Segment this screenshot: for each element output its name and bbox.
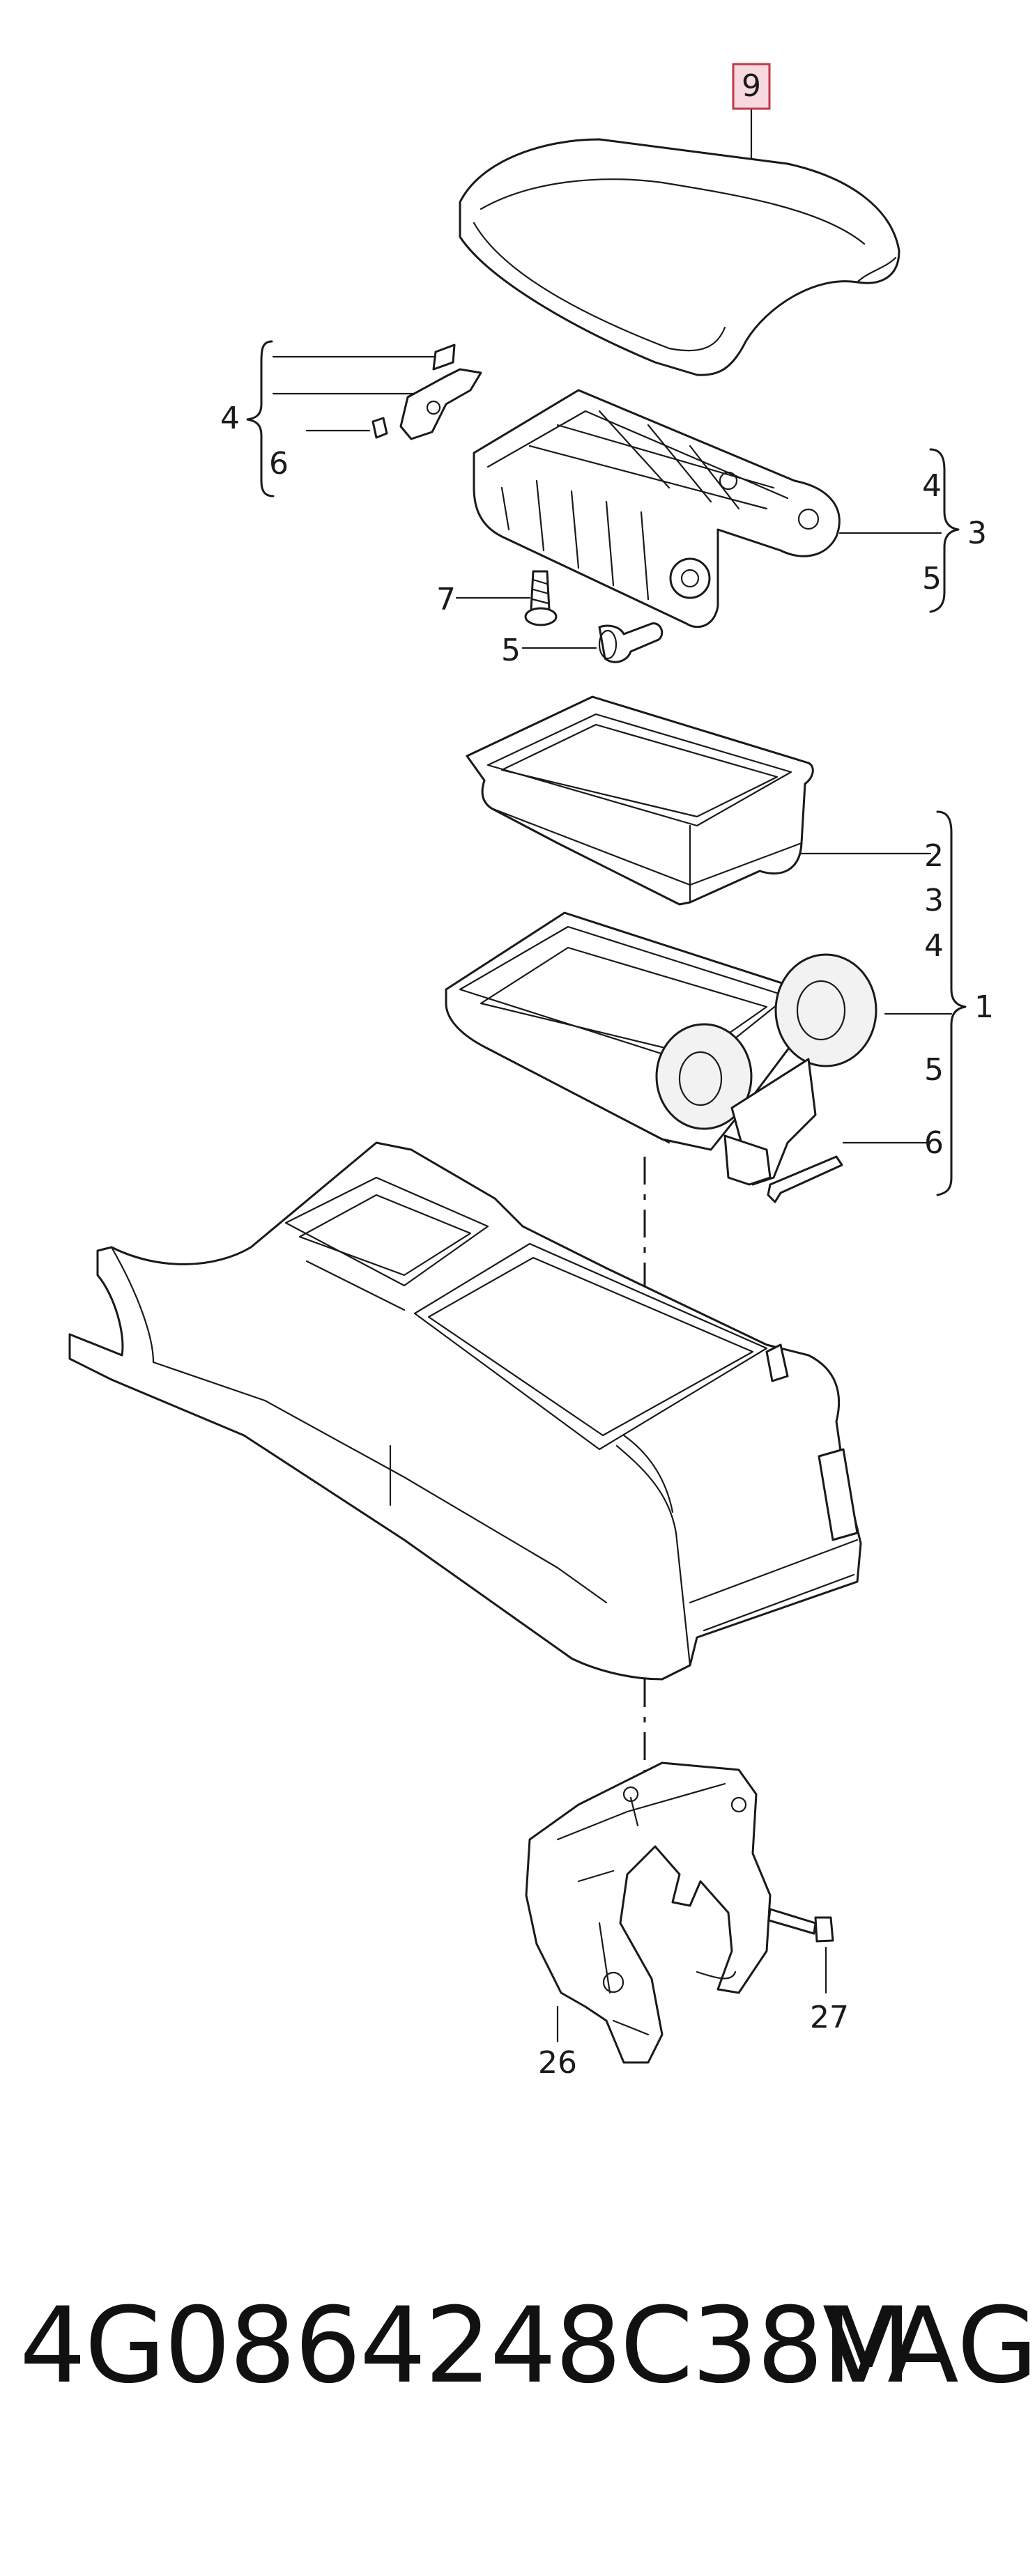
callout-5-left: 5 [501,633,521,668]
center-console [68,1141,862,1681]
part-number: 4G0864248C38M [20,2285,912,2407]
callout-1: 1 [974,989,994,1025]
storage-compartment [445,911,877,1203]
callout-4-tray: 4 [924,928,944,964]
callout-4-right: 4 [922,468,942,504]
right-bracket-group-1: 2 3 4 1 5 6 [842,810,994,1196]
callout-26: 26 [538,2045,577,2081]
left-bracket-group: 4 6 [220,340,482,498]
pin-5: 5 [501,622,664,668]
callout-5-right: 5 [922,561,942,596]
callout-9: 9 [742,68,761,104]
callout-5-storage: 5 [924,1052,944,1088]
right-bracket-group-3: 4 3 5 [838,448,987,613]
bolt-27: 27 [767,1908,849,2035]
callout-3-tray: 3 [924,883,944,918]
tray-insert [466,695,932,906]
brand-label: VAG [822,2285,1035,2407]
mounting-bracket: 26 [525,1761,772,2081]
callout-6-left: 6 [269,446,289,481]
callout-3: 3 [967,516,987,551]
screw-7: 7 [436,570,558,626]
callout-2: 2 [924,838,944,874]
hinge-frame [473,389,841,628]
callout-27: 27 [810,2000,849,2035]
callout-9-group[interactable]: 9 [732,63,771,172]
armrest-cushion [459,138,900,376]
callout-7: 7 [436,582,456,617]
callout-9-box [732,63,771,110]
callout-4-left: 4 [220,401,240,436]
